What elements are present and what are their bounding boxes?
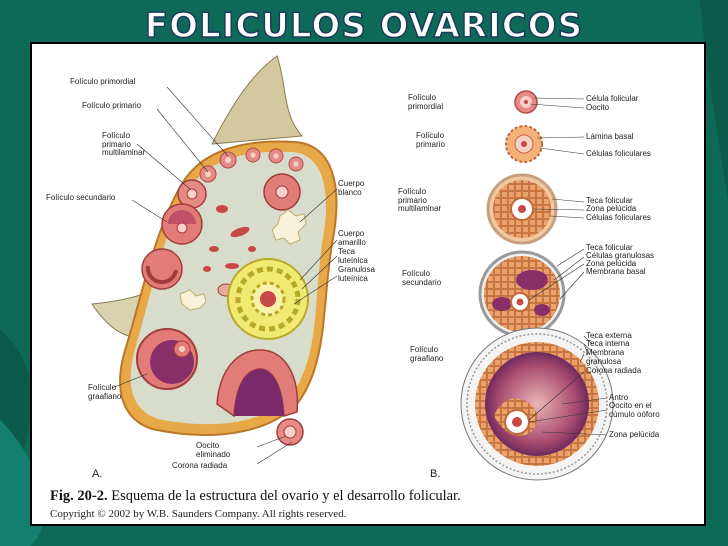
stage-multilaminar [486, 173, 558, 245]
label-oocyte: Oocito [586, 103, 610, 112]
stage-secondary [478, 250, 566, 338]
label-corpus-luteum: Cuerpo amarillo [338, 229, 367, 247]
corpus-luteum [227, 258, 309, 340]
label-primordial-follicle: Folículo primordial [70, 77, 136, 86]
ovary-diagram [91, 55, 614, 481]
label-zona-pellucida-3: Zona pelúcida [609, 430, 660, 439]
graafian-follicle-ovary [136, 328, 198, 390]
label-theca-folliculi-2: Teca folicular [586, 243, 633, 252]
ovary-section [91, 55, 338, 446]
label-follicular-cell: Célula folicular [586, 94, 639, 103]
label-membrana-granulosa: Membrana granulosa [586, 348, 625, 366]
label-b-graafian: Folículo graafiano [410, 345, 444, 363]
stage-graafian [460, 327, 614, 481]
label-granulosa-lutein: Granulosa luteínica [338, 265, 375, 283]
label-multilaminar-follicle: Folículo primario multilaminar [102, 131, 146, 157]
label-theca-folliculi-1: Teca folicular [586, 196, 633, 205]
figure-caption: Fig. 20-2. Esquema de la estructura del … [50, 488, 461, 505]
label-corpus-albicans: Cuerpo blanco [338, 179, 365, 197]
caption-figure-number: Fig. 20-2. [50, 488, 108, 504]
label-granulosa-cells: Células granulosas [586, 251, 655, 260]
stage-primary [505, 125, 543, 163]
label-oocyte-cumulus: Oocito en el cúmulo oóforo [609, 401, 660, 419]
label-corona-radiata-b: Corona radiada [586, 366, 642, 375]
label-secondary-follicle: Folículo secundario [46, 193, 116, 202]
label-graafian-follicle: Folículo graafiano [88, 383, 122, 401]
label-primary-follicle: Folículo primario [82, 101, 142, 110]
leader-lines-b [528, 97, 608, 436]
primordial-follicles [199, 147, 304, 183]
label-zona-pellucida-2: Zona pelúcida [586, 259, 637, 268]
label-theca-externa: Teca externa [586, 331, 632, 340]
page-title: FOLICULOS OVARICOS [144, 5, 584, 47]
label-b-primordial: Folículo primordial [408, 93, 444, 111]
label-b-primary: Folículo primario [416, 131, 445, 149]
label-basement-membrane: Membrana basal [586, 267, 646, 276]
label-b-secondary: Folículo secundario [402, 269, 442, 287]
label-b-multilaminar: Folículo primario multilaminar [398, 187, 442, 213]
panel-b-label: B. [430, 468, 441, 480]
label-corona-radiata-a: Corona radiada [172, 461, 228, 470]
label-basal-lamina: Lámina basal [586, 132, 634, 141]
stage-primordial [514, 90, 538, 114]
released-oocyte [276, 418, 304, 446]
leader-lines-a [111, 86, 338, 465]
label-theca-interna: Teca interna [586, 339, 630, 348]
label-zona-pellucida-1: Zona pelúcida [586, 204, 637, 213]
label-follicular-cells-1: Células foliculares [586, 149, 651, 158]
figure-frame: Folículo primordial Folículo primario Fo… [30, 42, 706, 526]
label-antrum: Antro [609, 393, 629, 402]
label-theca-lutein: Teca luteínica [338, 247, 368, 265]
copyright-notice: Copyright © 2002 by W.B. Saunders Compan… [50, 508, 347, 520]
label-follicular-cells-2: Células foliculares [586, 213, 651, 222]
panel-a-label: A. [92, 468, 103, 480]
caption-text: Esquema de la estructura del ovario y el… [107, 488, 461, 504]
label-released-oocyte: Oocito eliminado [196, 441, 231, 459]
